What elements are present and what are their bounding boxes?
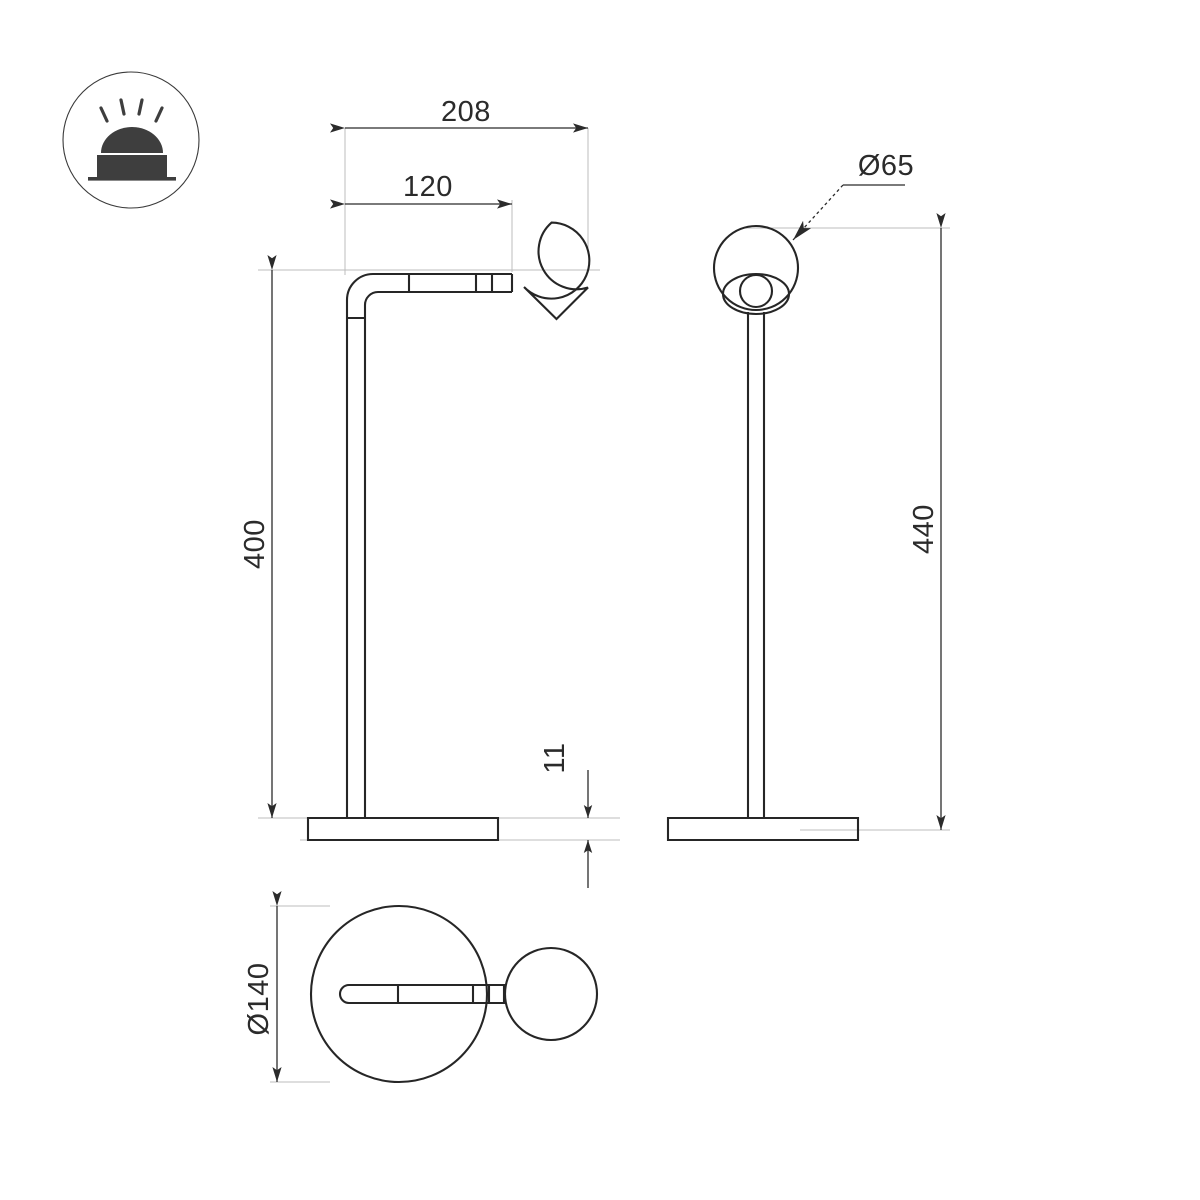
dimension-lines bbox=[267, 123, 946, 1082]
luminaire-badge bbox=[62, 71, 200, 209]
top-lamp-head bbox=[503, 946, 599, 1042]
dimension-120-text: 120 bbox=[403, 171, 453, 203]
top-base-disc bbox=[309, 904, 489, 1084]
top-view bbox=[309, 904, 599, 1084]
side-view bbox=[666, 224, 860, 842]
dimension-400-text: 400 bbox=[239, 519, 271, 569]
front-view bbox=[306, 221, 591, 842]
lamp-dome-glyph bbox=[101, 127, 163, 153]
front-base-plate bbox=[306, 816, 500, 842]
dimension-texts: 208 120 400 11 440 Ø65 Ø140 bbox=[239, 96, 940, 1035]
dimension-440-text: 440 bbox=[908, 504, 940, 554]
surface-mounted-luminaire-icon bbox=[88, 98, 176, 181]
side-base-plate bbox=[666, 816, 860, 842]
lamp-body-glyph bbox=[97, 155, 167, 179]
lamp-flange-glyph bbox=[88, 177, 176, 181]
front-arm-inner-profile bbox=[363, 290, 512, 818]
front-arm-outer-profile bbox=[345, 272, 512, 818]
dimension-d65-leader-line bbox=[792, 184, 844, 241]
dimension-d65-text: Ø65 bbox=[858, 150, 914, 182]
dimension-208-text: 208 bbox=[441, 96, 491, 128]
front-lamp-head bbox=[523, 221, 591, 321]
extension-lines bbox=[258, 128, 950, 1083]
dimension-11-text: 11 bbox=[539, 742, 571, 773]
lamp-rays-glyph bbox=[99, 98, 164, 123]
side-lamp-head-outer bbox=[712, 224, 800, 312]
top-arm-profile bbox=[338, 983, 506, 1005]
side-lamp-lens bbox=[738, 273, 774, 309]
badge-circle bbox=[62, 71, 200, 209]
dimension-d140-text: Ø140 bbox=[243, 963, 275, 1036]
